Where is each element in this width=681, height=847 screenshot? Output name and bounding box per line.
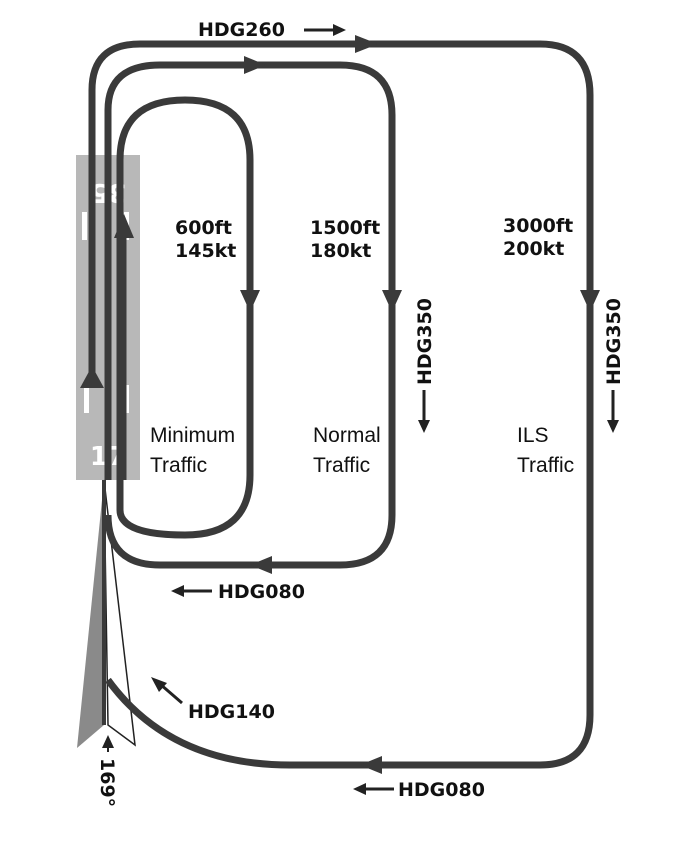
normal-base-arrow <box>250 556 272 574</box>
minimum-downwind-arrow <box>240 290 260 312</box>
ils-altitude-label: 3000ft <box>503 215 573 237</box>
ils-traffic-name-line1: ILS <box>517 424 549 447</box>
runway-marking <box>84 385 89 413</box>
minimum-altitude-label: 600ft <box>175 217 232 239</box>
ils-course-label: 169° <box>96 758 118 807</box>
ils-cone-shaded <box>77 480 104 748</box>
normal-speed-label: 180kt <box>310 240 371 262</box>
normal-crosswind-arrow <box>244 56 266 74</box>
normal-base-heading-arrow-head <box>171 585 184 597</box>
ils-downwind-heading-label: HDG350 <box>603 298 625 385</box>
intercept-heading-label: HDG140 <box>188 701 275 723</box>
minimum-traffic-pattern <box>116 96 254 539</box>
ils-course-arrow-head <box>102 735 114 748</box>
normal-traffic-pattern <box>104 61 396 569</box>
normal-altitude-label: 1500ft <box>310 217 380 239</box>
minimum-traffic-name-line2: Traffic <box>150 454 207 477</box>
ils-traffic-pattern <box>88 40 594 769</box>
minimum-traffic-name-line1: Minimum <box>150 424 235 447</box>
normal-base-heading-label: HDG080 <box>218 581 305 603</box>
ils-base-heading-arrow-head <box>353 783 366 795</box>
intercept-heading-arrow <box>159 682 183 705</box>
normal-downwind-arrow <box>382 290 402 312</box>
minimum-upwind-arrow <box>114 214 134 238</box>
top-heading-arrow-head <box>333 24 346 36</box>
normal-downwind-heading-label: HDG350 <box>414 298 436 385</box>
ils-traffic-name-line2: Traffic <box>517 454 574 477</box>
normal-traffic-name-line1: Normal <box>313 424 381 447</box>
ils-crosswind-arrow <box>355 35 378 53</box>
ils-upwind-arrow <box>80 366 104 388</box>
runway-marking <box>82 212 87 240</box>
ils-base-arrow <box>360 756 382 774</box>
top-heading-label: HDG260 <box>198 19 285 41</box>
ils-base-heading-label: HDG080 <box>398 779 485 801</box>
intercept-heading-arrow-head <box>151 677 167 692</box>
normal-traffic-name-line2: Traffic <box>313 454 370 477</box>
ils-downwind-arrow <box>580 290 600 312</box>
normal-downwind-heading-arrow-head <box>418 420 430 433</box>
ils-downwind-heading-arrow-head <box>607 420 619 433</box>
minimum-speed-label: 145kt <box>175 240 236 262</box>
ils-speed-label: 200kt <box>503 238 564 260</box>
